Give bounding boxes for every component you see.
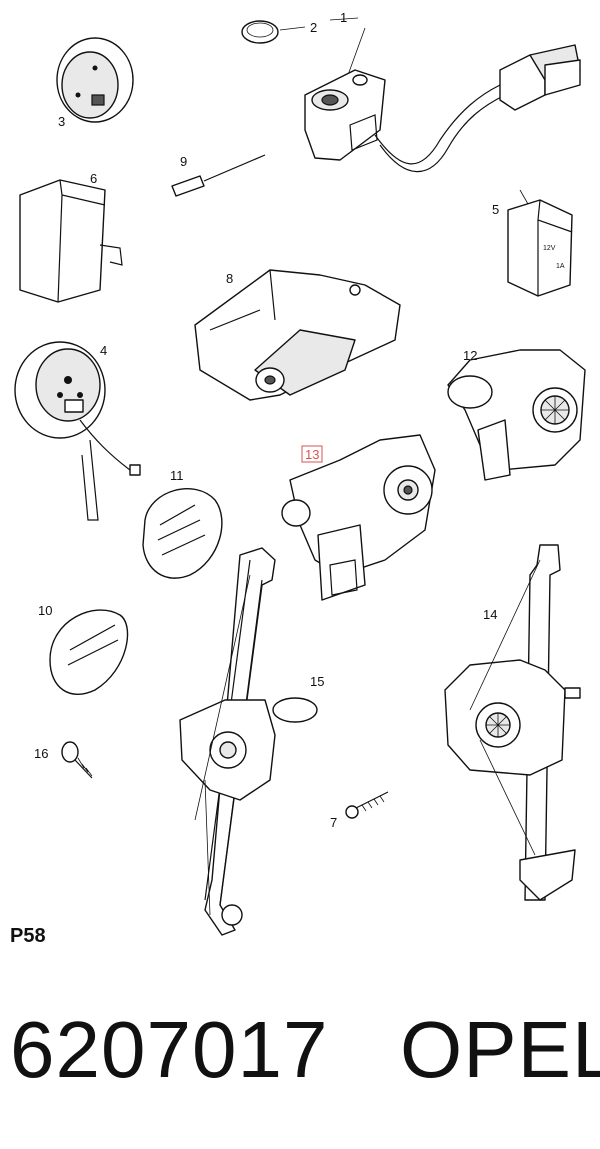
callout-10: 10 [38,603,52,618]
brand-name: OPEL [400,1005,600,1094]
callout-13: 13 [305,447,319,462]
callout-7: 7 [330,815,337,830]
callout-2: 2 [310,20,317,35]
part-14-window-regulator [444,544,581,901]
part-3-round-switch [56,37,134,123]
callout-12: 12 [463,348,477,363]
relay-label-12v: 12V [543,245,556,252]
callout-4: 4 [100,343,107,358]
callout-9: 9 [180,154,187,169]
part-2-cap [241,20,279,44]
part-number: 6207017 [10,1005,329,1094]
callout-11: 11 [170,468,184,483]
leader-2 [279,26,306,31]
leader-1a [329,17,359,21]
callout-1: 1 [340,10,347,25]
part-10-knob [49,609,129,695]
page-code: P58 [10,925,46,947]
part-13-window-motor [281,434,436,601]
callout-6: 6 [90,171,97,186]
leader-1b [347,27,366,76]
part-8-motor-assembly [194,269,401,401]
part-9-tool [171,154,266,197]
exploded-parts-diagram: 12V 1A [14,10,586,936]
part-4-motor-disc [14,341,141,521]
part-15-window-regulator [179,547,318,936]
callout-14: 14 [483,607,497,622]
callout-3: 3 [58,114,65,129]
relay-label-1a: 1A [556,263,565,270]
callout-15: 15 [310,674,324,689]
part-5-relay: 12V 1A [507,189,573,297]
callout-16: 16 [34,746,48,761]
callout-8: 8 [226,271,233,286]
callout-5: 5 [492,202,499,217]
part-7-screw [345,791,389,819]
callout-13-box [301,445,323,463]
part-16-screw [61,741,93,779]
part-11-knob [142,488,223,579]
part-12-window-motor [447,349,586,481]
part-6-box [19,179,123,303]
part-1-switch [304,44,581,173]
